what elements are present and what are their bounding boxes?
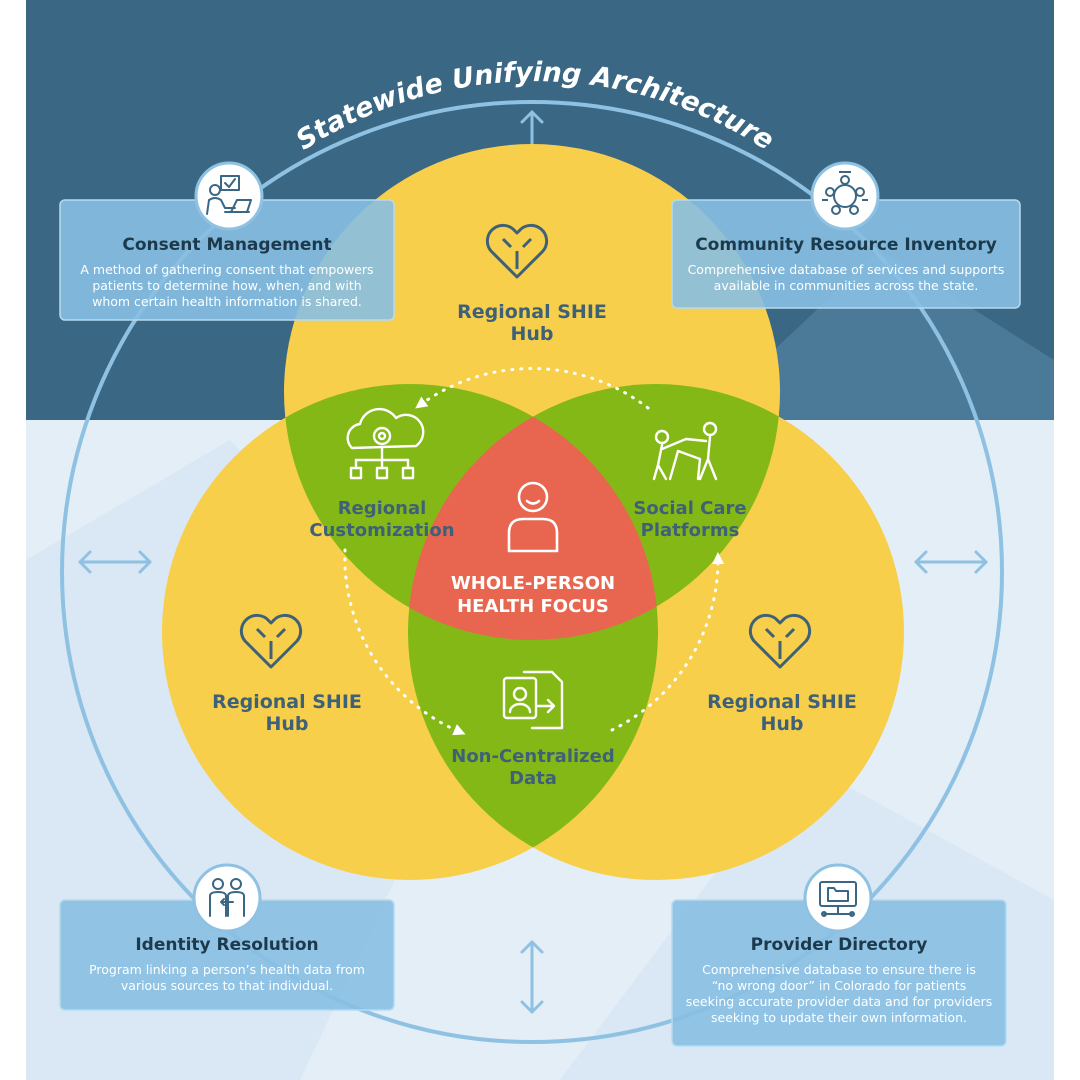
overlap-top-left-label-2: Customization	[309, 520, 454, 541]
center-label-2: HEALTH FOCUS	[457, 596, 609, 617]
arrow-left	[78, 550, 152, 574]
hub-left-label-2: Hub	[265, 713, 308, 735]
overlap-top-right-label-2: Platforms	[641, 520, 740, 541]
hub-right-label-2: Hub	[760, 713, 803, 735]
person-laptop-checklist-icon	[194, 161, 264, 231]
identity-resolution-title: Identity Resolution	[135, 935, 318, 955]
identity-resolution-desc-2: various sources to that individual.	[121, 978, 333, 993]
overlap-top-right-label-1: Social Care	[633, 498, 746, 519]
people-helping-icon	[652, 421, 718, 481]
dotted-flow	[343, 366, 725, 736]
arrow-right	[914, 550, 988, 574]
hub-top-label-1: Regional SHIE	[457, 301, 607, 323]
provider-directory-title: Provider Directory	[751, 935, 928, 955]
person-icon	[507, 481, 559, 553]
outer-ring	[60, 100, 1004, 1044]
overlap-top-left-label-1: Regional	[338, 498, 427, 519]
overlap-bottom-label-1: Non-Centralized	[451, 746, 615, 767]
puzzle-heart-icon	[239, 613, 303, 669]
community-resource-desc-1: Comprehensive database of services and s…	[688, 262, 1005, 277]
provider-directory-box: Provider Directory Comprehensive databas…	[671, 899, 1007, 1047]
puzzle-heart-icon	[748, 613, 812, 669]
community-network-icon	[810, 161, 880, 231]
provider-directory-desc-1: Comprehensive database to ensure there i…	[702, 962, 976, 977]
identity-people-icon	[192, 863, 262, 933]
community-resource-title: Community Resource Inventory	[695, 235, 997, 255]
hub-top-label-2: Hub	[510, 323, 553, 345]
consent-management-box: Consent Management A method of gathering…	[59, 199, 395, 321]
community-resource-desc-2: available in communities across the stat…	[714, 278, 979, 293]
hub-left-label-1: Regional SHIE	[212, 691, 362, 713]
cloud-gear-network-icon	[346, 407, 425, 480]
community-resource-box: Community Resource Inventory Comprehensi…	[671, 199, 1021, 309]
monitor-directory-icon	[803, 863, 873, 933]
identity-resolution-box: Identity Resolution Program linking a pe…	[59, 899, 395, 1011]
arrow-bottom	[520, 940, 544, 1014]
consent-management-desc-2: patients to determine how, when, and wit…	[92, 278, 361, 293]
top-band-shape	[700, 250, 1054, 420]
overlap-bottom-label-2: Data	[509, 768, 557, 789]
consent-management-title: Consent Management	[122, 235, 331, 255]
provider-directory-desc-4: seeking to update their own information.	[711, 1010, 967, 1025]
consent-management-desc-1: A method of gathering consent that empow…	[80, 262, 373, 277]
identity-resolution-desc-1: Program linking a person’s health data f…	[89, 962, 365, 977]
puzzle-heart-icon	[485, 223, 549, 279]
hub-right-label-1: Regional SHIE	[707, 691, 857, 713]
consent-management-desc-3: whom certain health information is share…	[92, 294, 362, 309]
provider-directory-desc-3: seeking accurate provider data and for p…	[686, 994, 993, 1009]
center-label-1: WHOLE-PERSON	[451, 573, 615, 594]
provider-directory-desc-2: “no wrong door” in Colorado for patients	[712, 978, 967, 993]
data-transfer-document-icon	[502, 670, 564, 730]
